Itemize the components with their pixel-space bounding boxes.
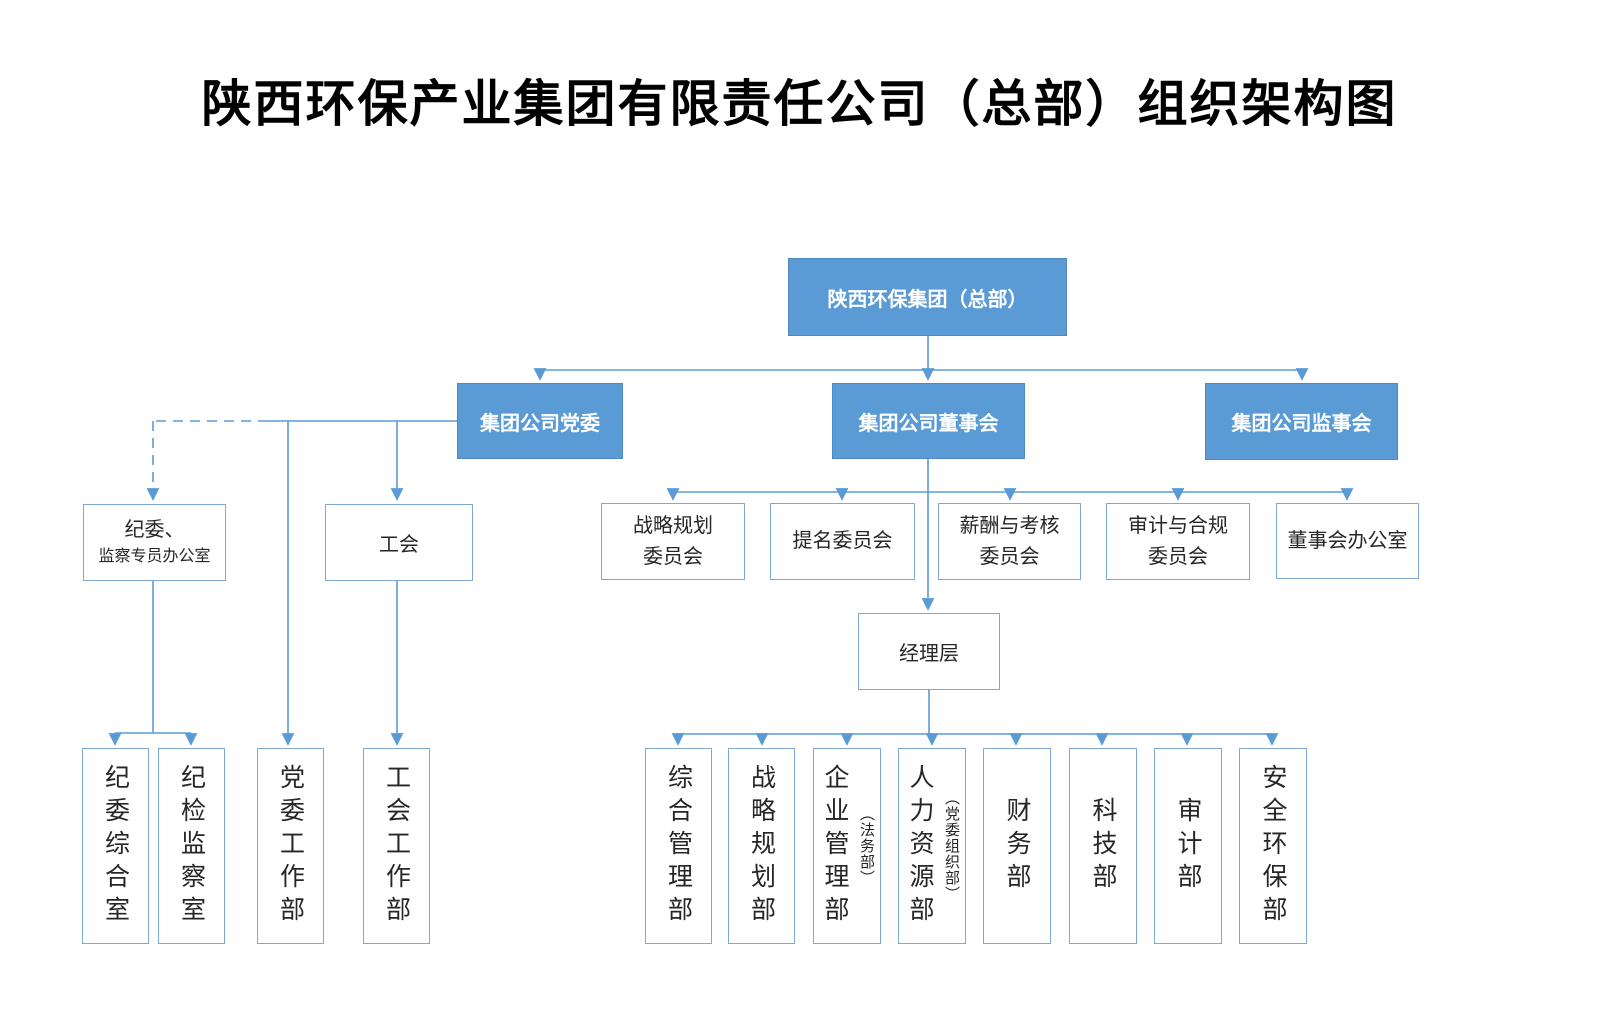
committee-label-line1: 审计与合规 bbox=[1128, 514, 1228, 537]
sub-office-box-union-work: 工会工作部 bbox=[363, 748, 430, 944]
committee-label-line2: 委员会 bbox=[1148, 545, 1208, 568]
department-box-human-resources: 人力资源部 （党委组织部） bbox=[898, 748, 966, 944]
department-label: 企业管理部 bbox=[821, 763, 849, 929]
department-box-finance: 财务部 bbox=[983, 748, 1051, 944]
department-note: （党委组织部） bbox=[943, 790, 960, 902]
discipline-inspection-office-box: 纪委、 监察专员办公室 bbox=[83, 504, 226, 581]
department-box-science-technology: 科技部 bbox=[1069, 748, 1137, 944]
sub-office-label: 纪委综合室 bbox=[101, 763, 130, 929]
party-committee-label: 集团公司党委 bbox=[480, 412, 600, 435]
root-box-group-hq: 陕西环保集团（总部） bbox=[788, 258, 1067, 336]
department-box-audit: 审计部 bbox=[1154, 748, 1222, 944]
committee-box-strategic-planning: 战略规划 委员会 bbox=[601, 503, 745, 580]
sub-office-box-party-work: 党委工作部 bbox=[257, 748, 324, 944]
labor-union-label: 工会 bbox=[379, 534, 419, 556]
department-label: 战略规划部 bbox=[747, 763, 776, 929]
board-of-directors-label: 集团公司董事会 bbox=[858, 412, 999, 435]
committee-label-line1: 薪酬与考核 bbox=[959, 514, 1060, 537]
department-box-general-management: 综合管理部 bbox=[645, 748, 712, 944]
department-label: 安全环保部 bbox=[1259, 763, 1287, 929]
supervisory-board-box: 集团公司监事会 bbox=[1205, 383, 1398, 460]
discipline-office-label-line2: 监察专员办公室 bbox=[98, 547, 211, 565]
discipline-office-label-line1: 纪委、 bbox=[124, 518, 185, 541]
sub-office-box-discipline-supervision: 纪检监察室 bbox=[158, 748, 225, 944]
committee-label-line1: 董事会办公室 bbox=[1287, 529, 1408, 552]
committee-label-line1: 提名委员会 bbox=[792, 530, 893, 552]
committee-box-board-office: 董事会办公室 bbox=[1276, 503, 1419, 579]
management-layer-label: 经理层 bbox=[899, 643, 959, 665]
department-label: 财务部 bbox=[1003, 796, 1031, 896]
committee-box-compensation-assessment: 薪酬与考核 委员会 bbox=[938, 503, 1081, 580]
department-label: 综合管理部 bbox=[664, 763, 693, 929]
labor-union-box: 工会 bbox=[325, 504, 473, 581]
department-box-enterprise-management: 企业管理部 （法务部） bbox=[813, 748, 881, 944]
sub-office-label: 工会工作部 bbox=[382, 763, 411, 929]
department-note: （法务部） bbox=[858, 806, 875, 886]
committee-box-nomination: 提名委员会 bbox=[770, 503, 915, 580]
party-committee-box: 集团公司党委 bbox=[457, 383, 623, 459]
sub-office-box-discipline-general: 纪委综合室 bbox=[82, 748, 149, 944]
department-label: 人力资源部 bbox=[906, 763, 934, 929]
committee-box-audit-compliance: 审计与合规 委员会 bbox=[1106, 503, 1250, 580]
department-label: 审计部 bbox=[1174, 796, 1202, 896]
committee-label-line2: 委员会 bbox=[979, 545, 1040, 568]
board-of-directors-box: 集团公司董事会 bbox=[832, 383, 1025, 459]
department-box-strategic-planning: 战略规划部 bbox=[728, 748, 795, 944]
sub-office-label: 纪检监察室 bbox=[177, 763, 206, 929]
page-title: 陕西环保产业集团有限责任公司（总部）组织架构图 bbox=[201, 74, 1398, 133]
committee-label-line1: 战略规划 bbox=[633, 514, 713, 537]
department-box-safety-environment: 安全环保部 bbox=[1239, 748, 1307, 944]
root-label: 陕西环保集团（总部） bbox=[827, 288, 1028, 311]
management-layer-box: 经理层 bbox=[858, 613, 1000, 690]
committee-label-line2: 委员会 bbox=[643, 545, 703, 568]
department-label: 科技部 bbox=[1089, 796, 1117, 896]
supervisory-board-label: 集团公司监事会 bbox=[1231, 413, 1372, 435]
sub-office-label: 党委工作部 bbox=[276, 763, 305, 929]
